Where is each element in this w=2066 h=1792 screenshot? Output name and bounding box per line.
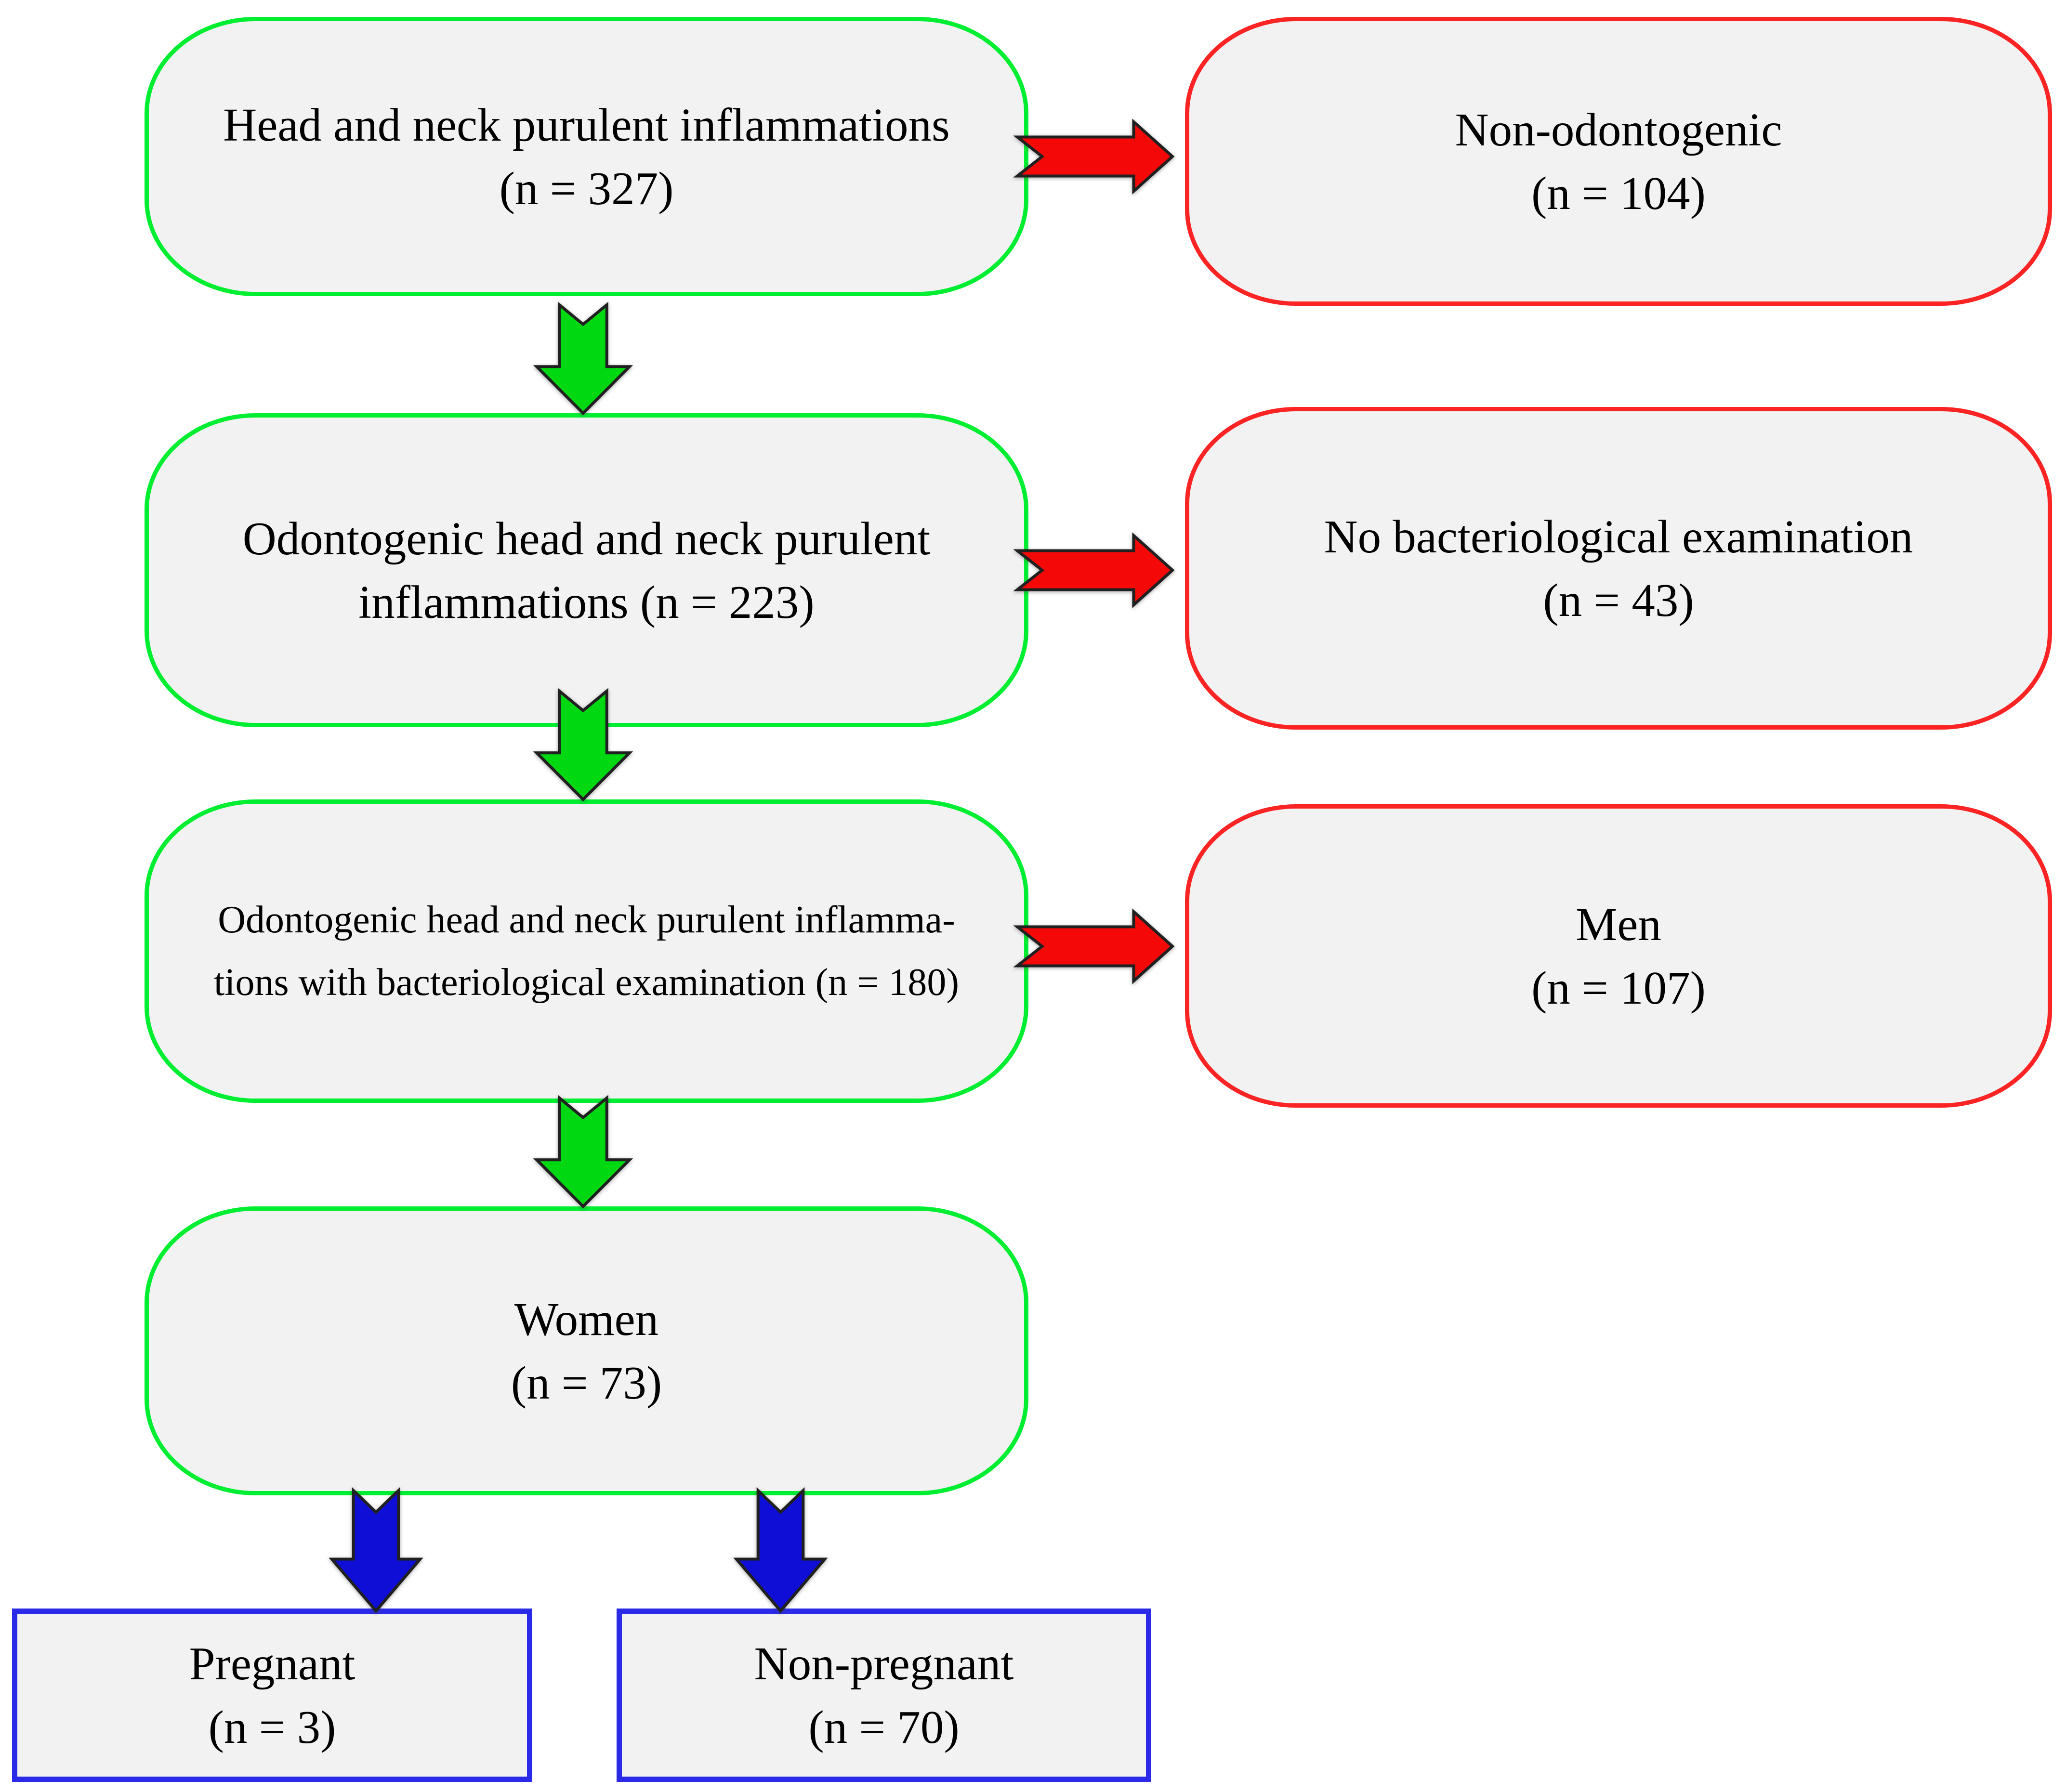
node-label: Odontogenic head and neck purulent infla… bbox=[218, 899, 955, 941]
node-label: Men bbox=[1576, 898, 1661, 950]
node-count: tions with bacteriological examination (… bbox=[214, 961, 959, 1004]
node-count: (n = 3) bbox=[208, 1701, 336, 1753]
red-right-arrow-1 bbox=[1017, 120, 1172, 193]
node-count: (n = 327) bbox=[499, 162, 674, 214]
node-count: (n = 104) bbox=[1531, 167, 1706, 219]
blue-down-arrow-non-pregnant bbox=[734, 1491, 828, 1611]
node-label: Head and neck purulent inflammations bbox=[223, 99, 950, 151]
node-label: No bacteriological examination bbox=[1324, 510, 1913, 562]
node-women: Women (n = 73) bbox=[145, 1206, 1028, 1495]
node-count: (n = 70) bbox=[808, 1701, 960, 1753]
red-right-arrow-2 bbox=[1017, 534, 1172, 606]
node-count: (n = 43) bbox=[1543, 574, 1694, 626]
node-non-pregnant: Non-pregnant (n = 70) bbox=[617, 1609, 1151, 1782]
blue-down-arrow-pregnant bbox=[329, 1491, 423, 1611]
node-count: (n = 73) bbox=[511, 1357, 662, 1409]
node-odontogenic-inflammations: Odontogenic head and neck purulent infla… bbox=[145, 413, 1028, 727]
red-right-arrow-3 bbox=[1017, 910, 1172, 982]
node-label: Women bbox=[514, 1293, 659, 1345]
node-count: inflammations (n = 223) bbox=[358, 576, 815, 628]
green-down-arrow-3 bbox=[534, 1098, 632, 1206]
node-label: Pregnant bbox=[189, 1637, 355, 1689]
node-men: Men (n = 107) bbox=[1185, 804, 2052, 1108]
node-pregnant: Pregnant (n = 3) bbox=[12, 1609, 532, 1782]
green-down-arrow-2 bbox=[534, 691, 632, 799]
green-down-arrow-1 bbox=[534, 305, 632, 413]
node-label: Non-pregnant bbox=[754, 1637, 1014, 1689]
node-odontogenic-with-bacteriological-examination: Odontogenic head and neck purulent infla… bbox=[145, 799, 1028, 1103]
node-label: Non-odontogenic bbox=[1455, 104, 1782, 156]
node-head-neck-inflammations: Head and neck purulent inflammations (n … bbox=[145, 17, 1028, 296]
node-non-odontogenic: Non-odontogenic (n = 104) bbox=[1185, 17, 2052, 306]
node-no-bacteriological-examination: No bacteriological examination (n = 43) bbox=[1185, 407, 2052, 730]
node-count: (n = 107) bbox=[1531, 962, 1706, 1014]
node-label: Odontogenic head and neck purulent bbox=[242, 512, 931, 564]
